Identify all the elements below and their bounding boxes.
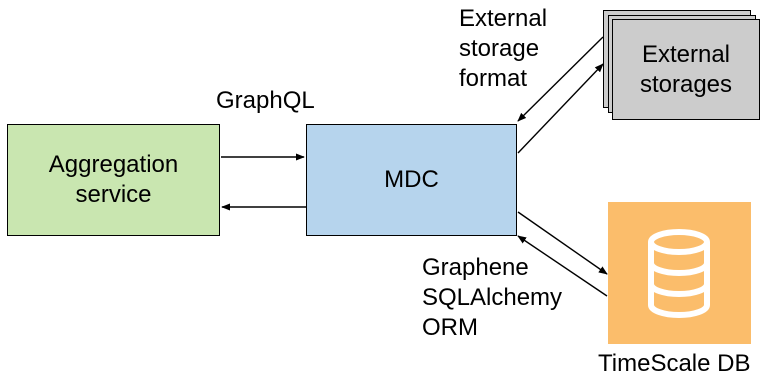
- orm-line2: SQLAlchemy: [422, 284, 563, 311]
- orm-label: Graphene SQLAlchemy ORM: [422, 253, 562, 343]
- aggregation-line1: Aggregation: [48, 151, 179, 178]
- external-line2: storages: [639, 70, 733, 98]
- external-line1: External: [641, 40, 731, 68]
- format-line2: storage: [459, 35, 540, 62]
- external-storages-node: External storages: [612, 19, 760, 120]
- arrow-ext-to-mdc: [517, 36, 604, 122]
- mdc-label: MDC: [384, 166, 439, 193]
- aggregation-service-node: Aggregation service: [7, 124, 220, 236]
- format-line3: format: [459, 65, 528, 92]
- arrow-mdc-to-ext: [517, 63, 604, 154]
- external-storage-format-label: External storage format: [459, 4, 547, 94]
- timescale-db-node: [608, 202, 751, 344]
- timescale-db-label: TimeScale DB: [598, 350, 751, 377]
- aggregation-line2: service: [75, 181, 152, 208]
- orm-line3: ORM: [422, 314, 478, 341]
- graphql-label: GraphQL: [216, 87, 315, 114]
- arrow-db-to-mdc: [517, 235, 608, 297]
- orm-line1: Graphene: [422, 254, 529, 281]
- format-line1: External: [459, 5, 548, 32]
- arrow-mdc-to-db: [517, 211, 608, 275]
- database-icon: [648, 229, 710, 318]
- mdc-node: MDC: [306, 124, 517, 236]
